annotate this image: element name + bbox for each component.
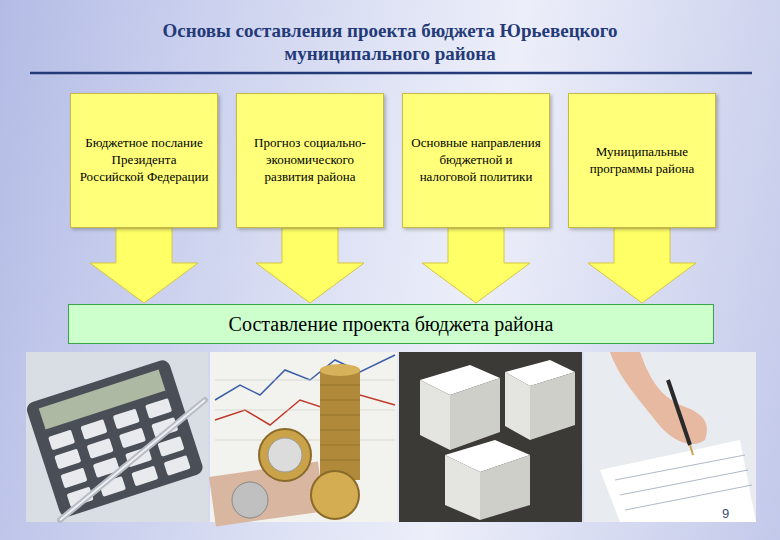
result-band: Составление проекта бюджета района	[68, 304, 714, 344]
source-box: Муниципальные программы района	[568, 93, 716, 228]
page-number: 9	[722, 506, 729, 521]
source-box: Основные направления бюджетной и налогов…	[402, 93, 550, 228]
block-arrow	[422, 228, 530, 303]
box-text: Бюджетное послание Президента Российской…	[79, 135, 209, 186]
box-text: Составление проекта бюджета района	[229, 312, 554, 336]
block-arrow	[90, 228, 198, 303]
writing-photo	[584, 352, 756, 522]
box-text: Муниципальные программы района	[577, 144, 707, 178]
boxes-photo	[399, 352, 582, 522]
title-rule	[30, 72, 752, 75]
block-arrow	[588, 228, 696, 303]
coins-photo	[209, 352, 397, 526]
calculator-photo	[25, 352, 208, 522]
block-arrow	[256, 228, 364, 303]
source-box: Прогноз социально-экономического развити…	[236, 93, 384, 228]
slide-title: Основы составления проекта бюджета Юрьев…	[110, 20, 670, 66]
source-box: Бюджетное послание Президента Российской…	[70, 93, 218, 228]
box-text: Основные направления бюджетной и налогов…	[411, 135, 541, 186]
box-text: Прогноз социально-экономического развити…	[245, 135, 375, 186]
